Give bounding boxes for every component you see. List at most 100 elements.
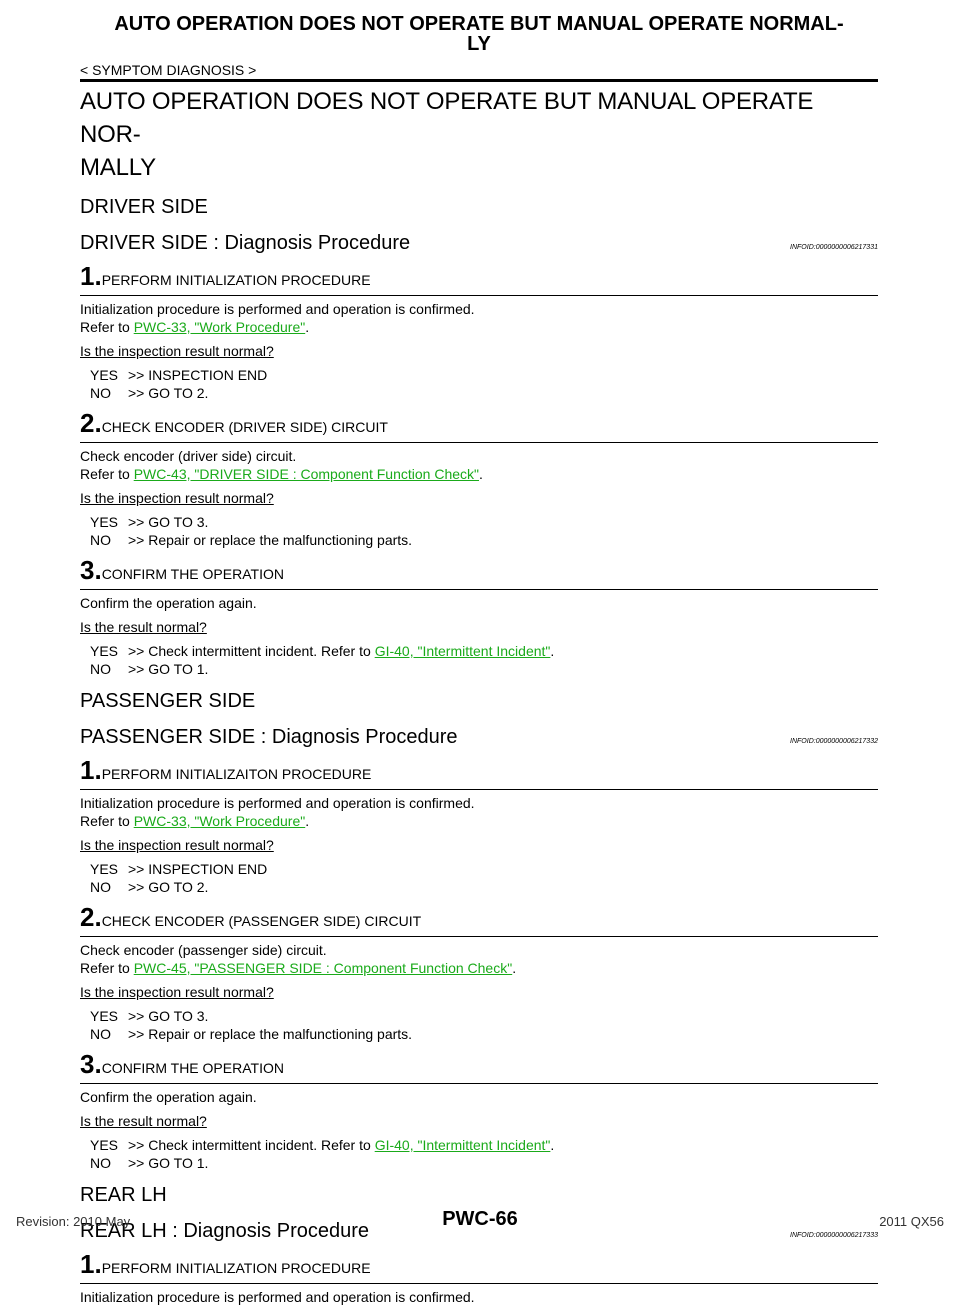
page-title-line-1: AUTO OPERATION DOES NOT OPERATE BUT MANU… (80, 88, 814, 148)
header-rule (80, 79, 878, 82)
answer-value: >> INSPECTION END (128, 367, 268, 383)
answer-value: >> Repair or replace the malfunctioning … (128, 1026, 413, 1042)
answer-key: YES (90, 367, 119, 383)
running-header-line-2: LY (467, 33, 491, 55)
step-number: 1. (80, 1249, 102, 1279)
page-title-line-2: MALLY (80, 154, 156, 181)
step-body: Confirm the operation again. (80, 594, 878, 612)
reference-link[interactable]: PWC-43, "DRIVER SIDE : Component Functio… (133, 466, 479, 482)
answer-block: YES >> Check intermittent incident. Refer… (80, 1136, 878, 1172)
step-heading: 2.CHECK ENCODER (PASSENGER SIDE) CIRCUIT (80, 904, 878, 937)
answer-value: >> GO TO 2. (128, 879, 209, 895)
reference-link[interactable]: GI-40, "Intermittent Incident" (374, 643, 551, 659)
answer-key: YES (90, 1137, 119, 1153)
answer-no: NO>> Repair or replace the malfunctionin… (90, 531, 878, 549)
step-heading: 3.CONFIRM THE OPERATION (80, 557, 878, 590)
period: . (512, 960, 517, 976)
step-title: PERFORM INITIALIZATION PROCEDURE (101, 1260, 371, 1276)
period: . (550, 1137, 555, 1153)
step-title: CONFIRM THE OPERATION (101, 566, 284, 582)
step-body: Check encoder (driver side) circuit. Ref… (80, 447, 878, 483)
body-text: Initialization procedure is performed an… (80, 1289, 475, 1305)
reference-link[interactable]: GI-40, "Intermittent Incident" (374, 1137, 551, 1153)
body-text: Initialization procedure is performed an… (80, 795, 475, 811)
refer-line: Refer to PWC-33, "Work Procedure". (80, 318, 878, 336)
reference-link[interactable]: PWC-33, "Work Procedure" (133, 319, 306, 335)
body-text: Confirm the operation again. (80, 595, 257, 611)
answer-key: NO (90, 532, 111, 548)
inspection-question: Is the result normal? (80, 619, 207, 635)
refer-text: Refer to (80, 960, 134, 976)
body-text: Check encoder (driver side) circuit. (80, 448, 297, 464)
inspection-question: Is the inspection result normal? (80, 984, 274, 1000)
body-text: Check encoder (passenger side) circuit. (80, 942, 327, 958)
step-title: CHECK ENCODER (PASSENGER SIDE) CIRCUIT (101, 913, 422, 929)
answer-value: >> Check intermittent incident. Refer to… (128, 1136, 554, 1154)
step-body: Confirm the operation again. (80, 1088, 878, 1106)
procedure-heading-passenger: PASSENGER SIDE : Diagnosis Procedure INF… (80, 726, 878, 749)
info-id: INFOID:0000000006217333 (790, 1232, 878, 1239)
info-id: INFOID:0000000006217331 (790, 244, 878, 251)
answer-no: NO>> GO TO 2. (90, 384, 878, 402)
step-number: 3. (80, 1049, 102, 1079)
section-heading-rear-lh: REAR LH (80, 1184, 167, 1206)
step-body: Check encoder (passenger side) circuit. … (80, 941, 878, 977)
running-header-title: AUTO OPERATION DOES NOT OPERATE BUT MANU… (80, 14, 878, 54)
refer-text: Refer to (80, 319, 134, 335)
refer-line: Refer to PWC-45, "PASSENGER SIDE : Compo… (80, 959, 878, 977)
model-label: 2011 QX56 (879, 1214, 944, 1229)
answer-yes: YES >> Check intermittent incident. Refer… (90, 1136, 878, 1154)
answer-yes: YES >> INSPECTION END (90, 366, 878, 384)
answer-value: >> GO TO 2. (128, 385, 209, 401)
procedure-title: REAR LH : Diagnosis Procedure (80, 1220, 370, 1242)
inspection-question: Is the inspection result normal? (80, 837, 274, 853)
answer-key: NO (90, 1155, 111, 1171)
step-number: 2. (80, 408, 102, 438)
inspection-question: Is the inspection result normal? (80, 490, 274, 506)
answer-key: YES (90, 514, 119, 530)
answer-key: YES (90, 861, 119, 877)
step-title: PERFORM INITIALIZAITON PROCEDURE (101, 766, 372, 782)
page-footer: Revision: 2010 May PWC-66 2011 QX56 (0, 1208, 960, 1238)
answer-block: YES>> INSPECTION END NO>> GO TO 2. (80, 860, 878, 896)
refer-line: Refer to PWC-43, "DRIVER SIDE : Componen… (80, 465, 878, 483)
step-number: 2. (80, 902, 102, 932)
revision-label: Revision: 2010 May (16, 1214, 131, 1229)
period: . (305, 813, 310, 829)
info-id: INFOID:0000000006217332 (790, 738, 878, 745)
reference-link[interactable]: PWC-33, "Work Procedure" (133, 813, 306, 829)
answer-text: >> Check intermittent incident. Refer to (128, 643, 375, 659)
answer-block: YES>> GO TO 3. NO>> Repair or replace th… (80, 1007, 878, 1043)
inspection-question: Is the result normal? (80, 1113, 207, 1129)
step-title: CONFIRM THE OPERATION (101, 1060, 284, 1076)
step-number: 1. (80, 261, 102, 291)
step-heading: 3.CONFIRM THE OPERATION (80, 1051, 878, 1084)
answer-block: YES>> GO TO 3. NO>> Repair or replace th… (80, 513, 878, 549)
answer-block: YES >> Check intermittent incident. Refer… (80, 642, 878, 678)
body-text: Confirm the operation again. (80, 1089, 257, 1105)
step-heading: 2.CHECK ENCODER (DRIVER SIDE) CIRCUIT (80, 410, 878, 443)
period: . (305, 319, 310, 335)
inspection-question: Is the inspection result normal? (80, 343, 274, 359)
step-title: CHECK ENCODER (DRIVER SIDE) CIRCUIT (101, 419, 388, 435)
answer-value: >> GO TO 1. (128, 661, 209, 677)
refer-text: Refer to (80, 466, 134, 482)
answer-text: >> Check intermittent incident. Refer to (128, 1137, 375, 1153)
answer-no: NO>> GO TO 1. (90, 1154, 878, 1172)
answer-key: YES (90, 643, 119, 659)
step-body: Initialization procedure is performed an… (80, 794, 878, 830)
answer-key: NO (90, 661, 111, 677)
section-heading-passenger: PASSENGER SIDE (80, 690, 256, 712)
step-number: 3. (80, 555, 102, 585)
step-heading: 1.PERFORM INITIALIZATION PROCEDURE (80, 1251, 878, 1284)
reference-link[interactable]: PWC-45, "PASSENGER SIDE : Component Func… (133, 960, 513, 976)
refer-line: Refer to PWC-33, "Work Procedure". (80, 812, 878, 830)
body-text: Initialization procedure is performed an… (80, 301, 475, 317)
refer-text: Refer to (80, 813, 134, 829)
page-number: PWC-66 (442, 1208, 518, 1230)
answer-key: NO (90, 1026, 111, 1042)
step-title: PERFORM INITIALIZATION PROCEDURE (101, 272, 371, 288)
running-header-line-1: AUTO OPERATION DOES NOT OPERATE BUT MANU… (114, 13, 844, 35)
answer-value: >> Check intermittent incident. Refer to… (128, 642, 554, 660)
answer-key: NO (90, 879, 111, 895)
